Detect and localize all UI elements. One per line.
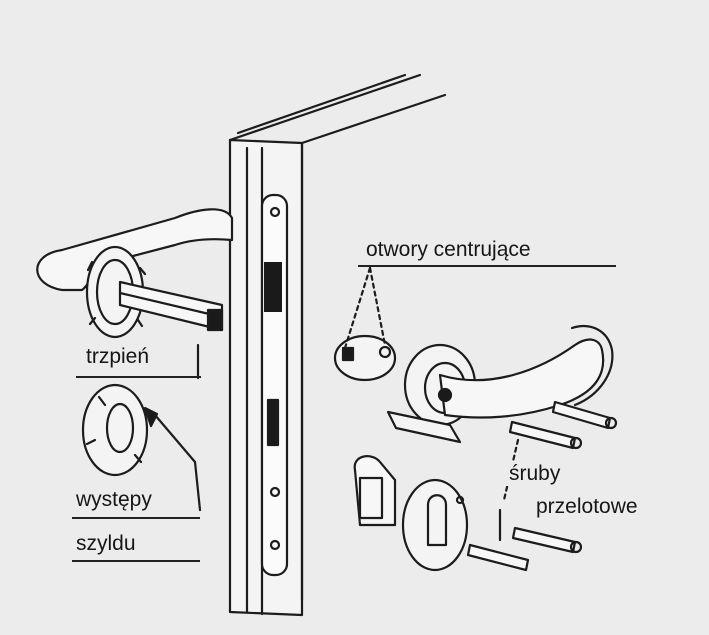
lock-cylinder <box>353 455 397 527</box>
label-underline <box>358 265 616 267</box>
label-underline <box>76 376 201 378</box>
right-rose-plate <box>333 334 397 382</box>
right-handle <box>386 324 614 444</box>
leader-lines <box>153 266 520 542</box>
label-plate-lugs-line2: szyldu <box>72 532 140 556</box>
label-plate-lugs-line1: występy <box>72 488 156 512</box>
label-underline <box>72 560 200 562</box>
label-bolts-line1: śruby <box>505 462 565 486</box>
left-escutcheon <box>81 383 159 477</box>
label-centering-holes: otwory centrujące <box>362 238 535 262</box>
label-underline <box>72 517 200 519</box>
left-handle <box>36 208 234 339</box>
right-escutcheon <box>401 478 469 572</box>
through-bolts <box>466 400 618 572</box>
lock-faceplate <box>260 193 289 577</box>
label-bolts-line2: przelotowe <box>532 495 642 519</box>
label-spindle: trzpień <box>82 345 154 369</box>
